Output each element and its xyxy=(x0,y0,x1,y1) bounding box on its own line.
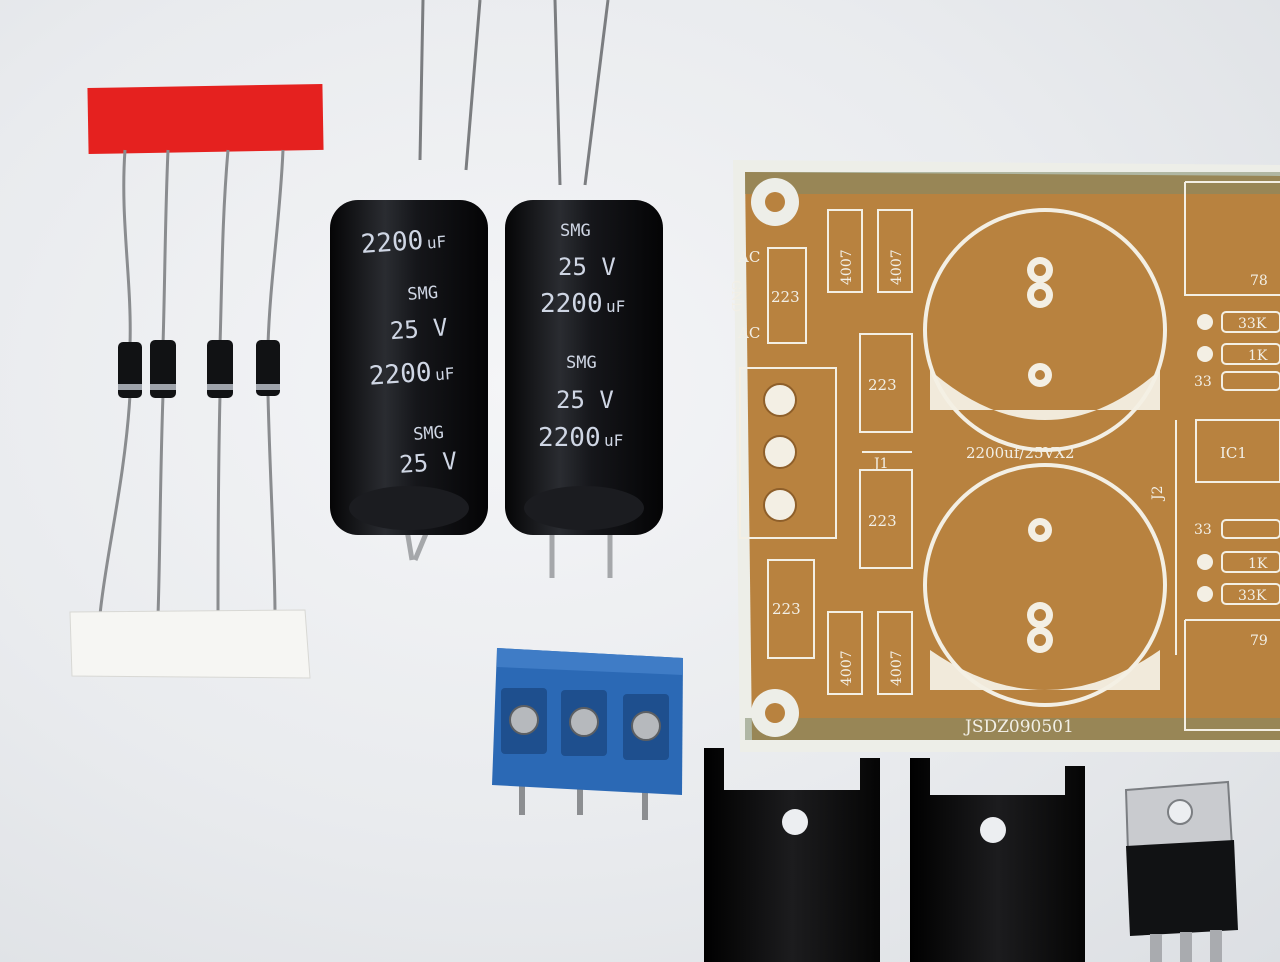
cap1-capacitance-top: 2200 xyxy=(360,226,425,260)
pcb-label-ac-bottom: AC xyxy=(737,324,760,342)
cap1-voltage: 25 V xyxy=(389,313,449,345)
cap2-unit: uF xyxy=(606,297,625,316)
cap1-capacitance: 2200 xyxy=(368,357,433,391)
cap2-capacitance: 2200 xyxy=(540,289,603,319)
diode-strip xyxy=(69,83,324,679)
cap2-capacitance-2: 2200 xyxy=(538,423,601,453)
cap2-voltage-2: 25 V xyxy=(556,386,614,414)
cap2-unit-2: uF xyxy=(604,431,623,450)
pcb-jumper-j1: J1 xyxy=(872,456,889,472)
pcb-c33-top: 33 xyxy=(1194,374,1212,390)
pcb-diode-d1: 4007 xyxy=(839,249,855,285)
pcb-reg-top: 78 xyxy=(1250,273,1268,289)
pcb-r1k-bottom: 1K xyxy=(1248,556,1268,572)
pcb-ic1: IC1 xyxy=(1220,444,1247,462)
screw-icon xyxy=(631,711,661,741)
pcb-r33k-top: 33K xyxy=(1238,316,1267,332)
pcb-jumper-j2: J2 xyxy=(1150,485,1166,502)
pcb-cap-label: 2200uf/25VX2 xyxy=(966,444,1075,462)
cap1-unit: uF xyxy=(434,364,455,384)
pcb-diode-d4: 4007 xyxy=(889,650,905,686)
heatsink-1 xyxy=(704,748,880,962)
pcb-model-number: JSDZ090501 xyxy=(963,717,1074,737)
diode-body xyxy=(256,340,280,396)
pcb-c33-bottom: 33 xyxy=(1194,522,1212,538)
cap1-brand: SMG xyxy=(407,283,439,305)
pcb-label-ac-top: AC xyxy=(737,248,760,266)
white-tape xyxy=(69,609,311,679)
pcb-label-gnd: GND xyxy=(728,280,743,312)
top-leads xyxy=(418,0,610,186)
pcb-label-223-b: 223 xyxy=(868,376,897,394)
cap2-brand: SMG xyxy=(560,221,591,241)
screw-icon xyxy=(569,707,599,737)
pcb-r1k-top: 1K xyxy=(1248,348,1268,364)
capacitor-1: 2200 uF SMG 25 V 2200 uF SMG 25 V xyxy=(330,200,488,561)
pcb-label-223-d: 223 xyxy=(772,600,801,618)
cap2-brand-2: SMG xyxy=(566,353,597,373)
pcb-label-223-a: 223 xyxy=(771,288,800,306)
pcb-diode-d2: 4007 xyxy=(889,249,905,285)
pcb-label-223-c: 223 xyxy=(868,512,897,530)
voltage-regulator xyxy=(1124,780,1238,962)
cap1-brand-2: SMG xyxy=(413,423,445,445)
pcb-board: AC GND AC 223 223 223 223 4007 4007 4007… xyxy=(728,160,1280,752)
capacitor-2: SMG 25 V 2200 uF SMG 25 V 2200 uF xyxy=(505,200,663,578)
pcb-reg-bottom: 79 xyxy=(1250,633,1268,649)
terminal-block xyxy=(492,648,683,820)
red-tape xyxy=(87,83,324,155)
diode-body xyxy=(150,340,176,398)
pcb-r33k-bottom: 33K xyxy=(1238,588,1267,604)
diode-body xyxy=(207,340,233,398)
screw-icon xyxy=(509,705,539,735)
heatsink-2 xyxy=(910,758,1085,962)
pcb-diode-d3: 4007 xyxy=(839,650,855,686)
cap2-voltage: 25 V xyxy=(558,253,616,281)
cap1-voltage-2: 25 V xyxy=(398,447,458,479)
cap1-unit-top: uF xyxy=(426,232,447,252)
